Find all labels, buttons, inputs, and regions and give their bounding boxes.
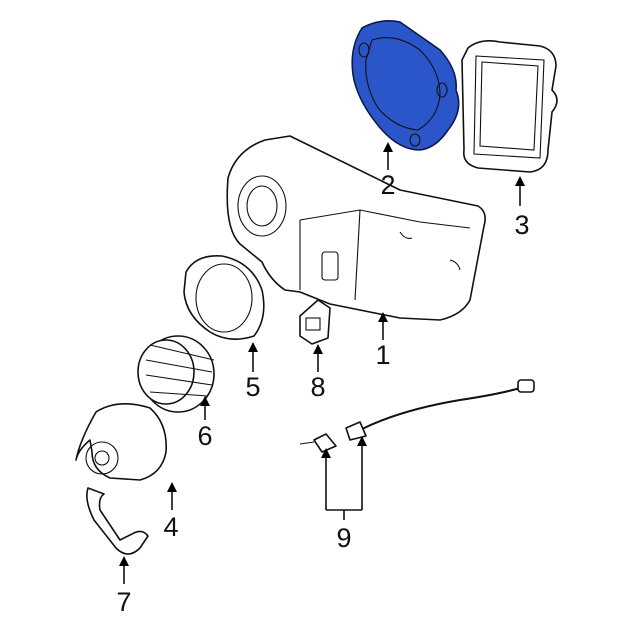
part-2-gasket[interactable] [351,20,460,151]
callout-5: 5 [245,372,261,402]
callout-7: 7 [116,587,132,617]
part-6-blower-wheel[interactable] [137,335,215,413]
part-9-sensor[interactable] [299,379,535,453]
part-3-seal[interactable] [461,40,558,173]
callout-4: 4 [163,512,179,542]
part-4-blower-motor[interactable] [75,403,167,481]
part-5-motor-seal[interactable] [183,255,265,340]
part-8-resistor[interactable] [299,299,331,345]
callout-3: 3 [514,210,530,240]
callout-9: 9 [336,523,352,553]
callout-8: 8 [310,372,326,402]
callout-1: 1 [375,340,391,370]
part-1-housing[interactable] [226,135,486,321]
leader-lines [119,142,525,584]
callout-6: 6 [197,421,213,451]
part-7-hose[interactable] [86,487,149,555]
callout-2: 2 [380,170,396,200]
